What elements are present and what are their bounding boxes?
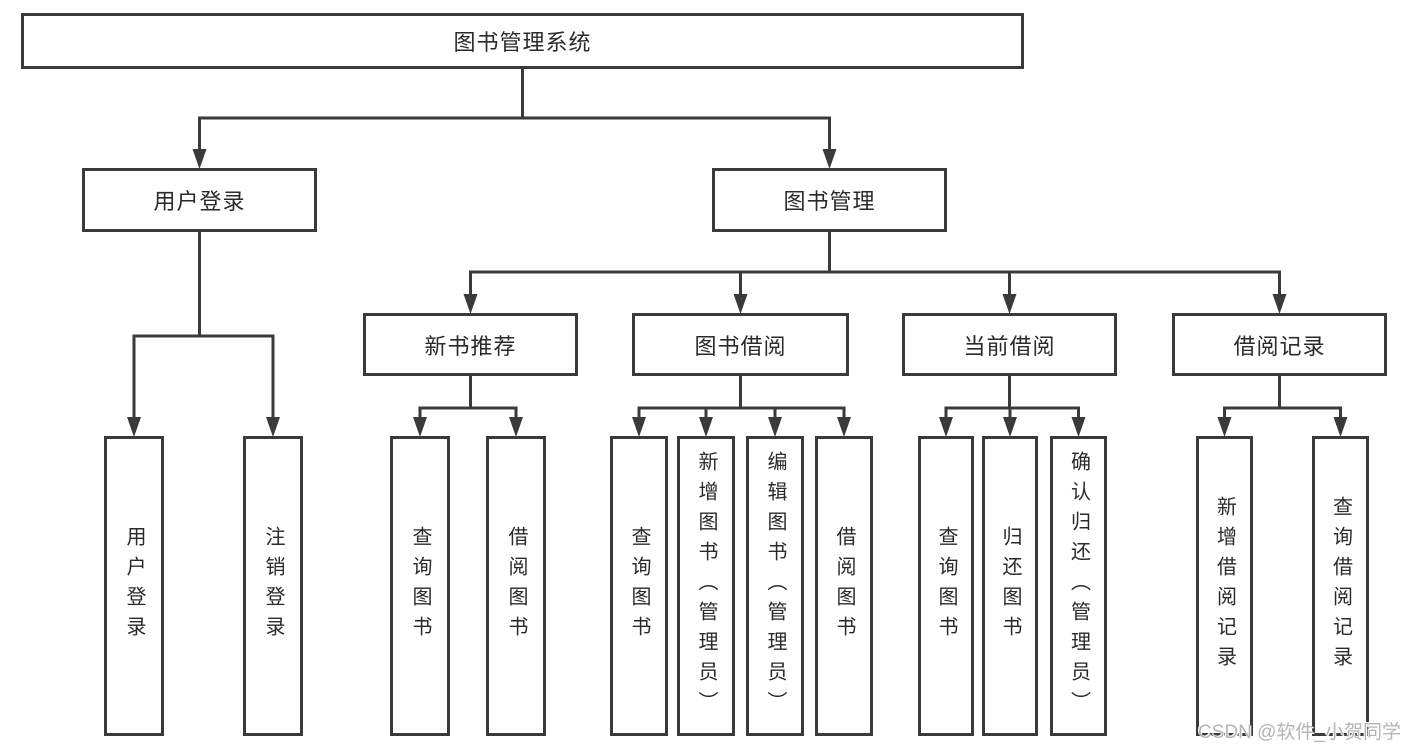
node-label: 查询借阅记录	[1329, 496, 1352, 676]
node-user-login: 用户登录	[82, 168, 317, 232]
node-d2: 归还图书	[982, 436, 1038, 736]
node-root: 图书管理系统	[21, 13, 1024, 69]
node-label: 当前借阅	[963, 333, 1056, 359]
node-b2: 借阅图书	[486, 436, 546, 736]
node-c2: 新增图书（管理员）	[677, 436, 735, 736]
node-new-book-rec: 新书推荐	[363, 313, 578, 376]
node-c1: 查询图书	[610, 436, 668, 736]
node-label: 新增借阅记录	[1213, 496, 1236, 676]
node-c4: 借阅图书	[815, 436, 873, 736]
node-d3: 确认归还（管理员）	[1050, 436, 1107, 736]
node-a1: 用户登录	[104, 436, 164, 736]
node-label: 图书管理	[783, 189, 876, 214]
node-label: 查询图书	[935, 526, 957, 646]
node-d1: 查询图书	[918, 436, 974, 736]
node-label: 新增图书（管理员）	[695, 451, 717, 721]
node-label: 确认归还（管理员）	[1067, 451, 1090, 721]
watermark: CSDN @软件_小贺同学	[1198, 722, 1401, 743]
node-label: 新书推荐	[424, 333, 517, 359]
node-label: 用户登录	[123, 526, 145, 646]
node-label: 归还图书	[999, 526, 1021, 646]
node-current-borrow: 当前借阅	[902, 313, 1117, 376]
node-label: 图书借阅	[694, 333, 787, 359]
node-label: 借阅图书	[505, 526, 527, 646]
node-label: 查询图书	[628, 526, 650, 646]
node-label: 编辑图书（管理员）	[764, 451, 786, 721]
node-label: 借阅记录	[1233, 333, 1326, 359]
node-label: 注销登录	[262, 526, 284, 646]
node-b1: 查询图书	[390, 436, 450, 736]
node-book-mgmt: 图书管理	[712, 168, 947, 232]
node-label: 借阅图书	[833, 526, 855, 646]
node-borrow-record: 借阅记录	[1172, 313, 1387, 376]
node-e1: 新增借阅记录	[1196, 436, 1253, 736]
node-e2: 查询借阅记录	[1312, 436, 1369, 736]
node-c3: 编辑图书（管理员）	[746, 436, 804, 736]
node-label: 用户登录	[153, 189, 246, 214]
node-a2: 注销登录	[243, 436, 303, 736]
node-book-borrow: 图书借阅	[632, 313, 849, 376]
node-label: 图书管理系统	[453, 30, 592, 55]
node-label: 查询图书	[409, 526, 431, 646]
